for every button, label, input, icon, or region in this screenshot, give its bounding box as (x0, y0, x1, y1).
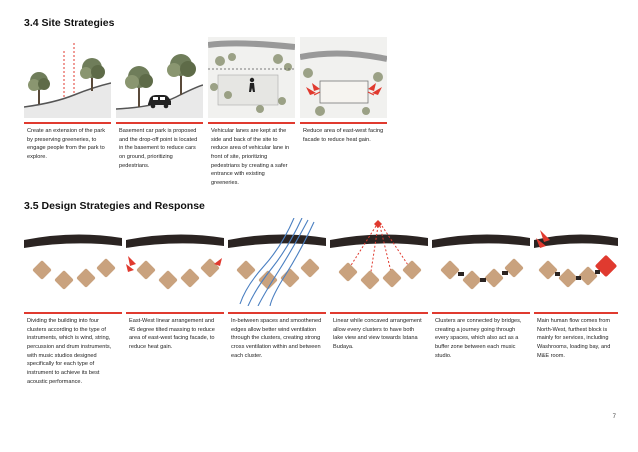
car-icon (148, 95, 171, 109)
caption-vehicular-lanes: Vehicular lanes are kept at the side and… (208, 122, 295, 186)
caption-wind-ventilation: In-between spaces and smoothened edges a… (228, 312, 326, 368)
design-diagram-four-clusters (24, 218, 122, 306)
design-diagram-bridges (432, 218, 530, 306)
design-diagram-views (330, 218, 428, 306)
page-number: 7 (612, 414, 616, 420)
pedestrian-icon (249, 77, 255, 92)
section-title-design-strategies: 3.5 Design Strategies and Response (24, 200, 205, 212)
design-diagram-east-west-arrangement (126, 218, 224, 306)
tree-icon (167, 54, 196, 95)
caption-bridges: Clusters are connected by bridges, creat… (432, 312, 530, 359)
caption-basement-carpark: Basement car park is proposed and the dr… (116, 122, 203, 177)
tree-icon (80, 58, 105, 91)
caption-four-clusters: Dividing the building into four clusters… (24, 312, 122, 390)
caption-reduce-facade: Reduce area of east-west facing facade t… (300, 122, 387, 152)
tree-icon (125, 66, 153, 107)
caption-east-west-arrangement: East-West linear arrangement and 45 degr… (126, 312, 224, 356)
site-diagram-basement-carpark (116, 37, 203, 118)
section-title-site-strategies: 3.4 Site Strategies (24, 17, 115, 29)
design-diagram-wind-ventilation (228, 218, 326, 306)
design-diagram-human-flow (534, 218, 618, 306)
caption-views: Linear while concaved arrangement allow … (330, 312, 428, 356)
tree-icon (28, 72, 50, 104)
site-diagram-reduce-facade (300, 37, 387, 118)
caption-human-flow: Main human flow comes from North-West, f… (534, 312, 618, 362)
site-diagram-vehicular-lanes (208, 37, 295, 118)
caption-park-extension: Create an extension of the park by prese… (24, 122, 111, 167)
site-diagram-park-extension (24, 37, 111, 118)
